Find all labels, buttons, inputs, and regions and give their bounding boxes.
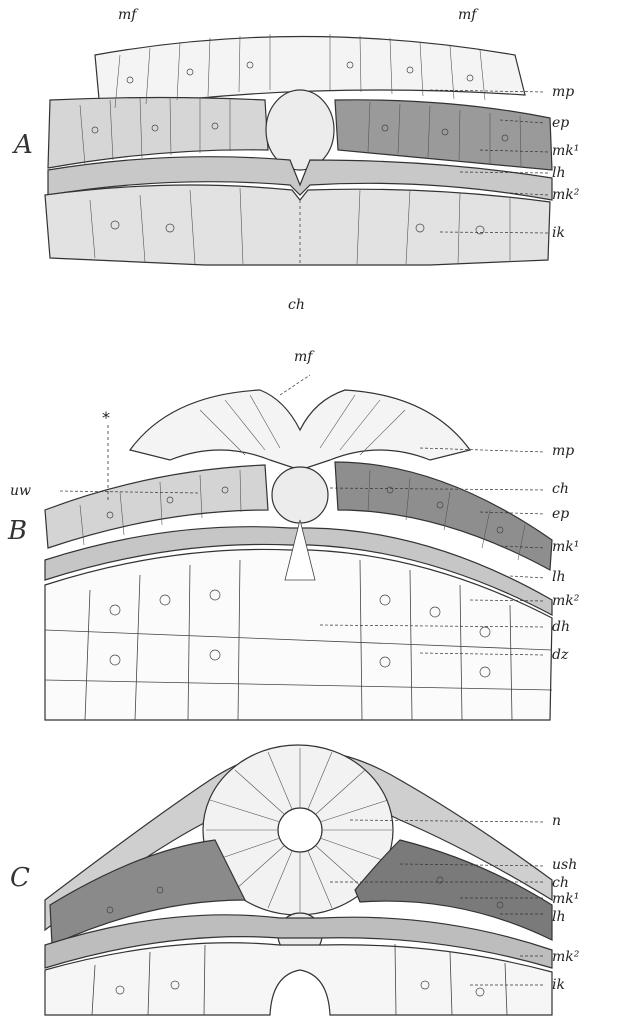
panel-a-endoderm <box>45 185 550 265</box>
panel-b-label-dz: dz <box>552 648 568 662</box>
panel-a-chorda <box>266 90 334 170</box>
panel-c-label-ch: ch <box>552 876 569 890</box>
panel-c-label-ik: ik <box>552 978 565 992</box>
panel-a-label-ik: ik <box>552 226 565 240</box>
panel-a-label-mf-left: mf <box>118 8 136 22</box>
panel-c-label-ush: ush <box>552 858 577 872</box>
panel-a-label-ep: ep <box>552 116 569 130</box>
panel-b-letter: B <box>8 518 27 544</box>
panel-a-label-mk2: mk² <box>552 188 579 202</box>
panel-b-label-ch: ch <box>552 482 569 496</box>
panel-b-label-lh: lh <box>552 570 566 584</box>
panel-a-drawing <box>45 34 552 265</box>
panel-b-label-uw: uw <box>10 484 31 498</box>
panel-b-medullary-plate <box>130 390 470 470</box>
panel-b-drawing <box>45 375 552 720</box>
panel-b-label-mk2: mk² <box>552 594 579 608</box>
panel-c-label-mk2: mk² <box>552 950 579 964</box>
panel-b-chorda <box>272 467 328 523</box>
panel-a-label-lh: lh <box>552 166 566 180</box>
panel-b-label-mf: mf <box>294 350 312 364</box>
panel-b-marker-asterisk: * <box>102 410 110 426</box>
panel-b-label-dh: dh <box>552 620 570 634</box>
panel-c-label-n: n <box>552 814 561 828</box>
panel-a-label-mk1: mk¹ <box>552 144 579 158</box>
panel-b-label-mp: mp <box>552 444 574 458</box>
panel-c-neural-canal <box>278 808 322 852</box>
panel-a-label-ch: ch <box>288 298 305 312</box>
panel-c-endoderm <box>45 943 552 1015</box>
panel-c-letter: C <box>10 865 30 891</box>
panel-a-label-mp: mp <box>552 85 574 99</box>
panel-a-letter: A <box>14 132 33 158</box>
panel-c-label-lh: lh <box>552 910 566 924</box>
panel-c-drawing <box>45 745 552 1015</box>
panel-a-label-mf-right: mf <box>458 8 476 22</box>
panel-b-label-mk1: mk¹ <box>552 540 579 554</box>
panel-b-label-ep: ep <box>552 507 569 521</box>
panel-c-label-mk1: mk¹ <box>552 892 579 906</box>
